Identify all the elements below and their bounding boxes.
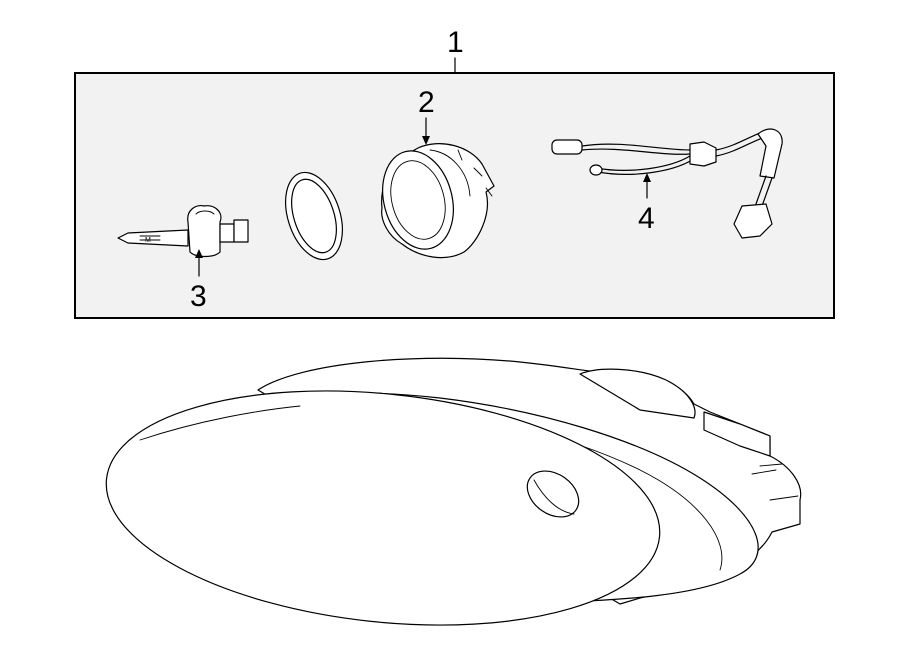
bulb-base: [219, 223, 235, 243]
callout-3-arrowhead: [195, 249, 203, 258]
housing-rear-bump: [579, 368, 696, 419]
callout-1-label: 1: [447, 26, 464, 59]
callout-2-label: 2: [418, 86, 435, 119]
bulb-marking: M: [145, 237, 151, 244]
fog-lamp-housing: [105, 357, 802, 626]
harness-boot: [757, 128, 783, 179]
bulb-flange: [187, 205, 222, 258]
harness-plug-left: [551, 139, 583, 155]
socket: [381, 143, 495, 259]
harness-terminal: [589, 164, 603, 176]
housing-lens: [105, 390, 661, 626]
callout-1: 1: [447, 26, 464, 74]
callout-3: 3: [190, 249, 207, 313]
bulb-filament: [139, 235, 161, 241]
harness-grommet: [689, 141, 717, 167]
callout-3-label: 3: [190, 280, 207, 313]
bulb: M: [117, 205, 249, 258]
bulb-glass: [117, 229, 189, 247]
housing-mount-tab: [703, 411, 771, 457]
callout-2-arrowhead: [422, 136, 430, 145]
wiring-harness: [551, 128, 783, 239]
callout-4-arrowhead: [643, 173, 651, 182]
callout-2: 2: [418, 86, 435, 145]
callout-4-label: 4: [638, 202, 655, 235]
callout-4: 4: [638, 173, 655, 235]
harness-connector: [733, 203, 773, 239]
housing-adjust-hole: [526, 470, 580, 518]
gasket-ring: [285, 171, 343, 261]
bulb-connector: [233, 219, 249, 243]
socket-face: [382, 150, 454, 250]
